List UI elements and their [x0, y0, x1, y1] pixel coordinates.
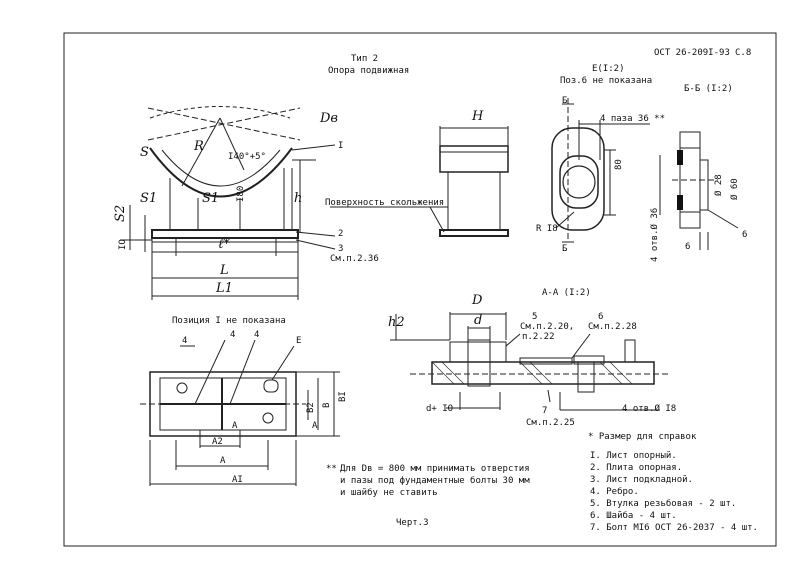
callout-6-bb: 6	[742, 230, 748, 240]
radius-label: R I8	[536, 224, 558, 234]
parts-list-item: 7. Болт МI6 ОСТ 26-2037 - 4 шт.	[590, 523, 758, 533]
pipe-outline	[149, 106, 291, 119]
parts-list-item: 6. Шайба - 4 шт.	[590, 511, 677, 521]
reference-note: * Размер для справок	[588, 432, 697, 442]
type-name: Опора подвижная	[328, 66, 410, 76]
sheet-number: С.8	[735, 48, 752, 58]
dim-s2: S2	[113, 204, 128, 222]
dim-s1-mid: S1	[202, 191, 220, 206]
parts-list-item: 4. Ребро.	[590, 487, 639, 497]
callout-5: 5	[532, 312, 538, 322]
dim-r: R	[194, 139, 204, 154]
callout-1: I	[338, 141, 344, 151]
standard-number: ОСТ 26-209I-93	[654, 48, 730, 58]
aa-rib	[624, 339, 636, 363]
sheet-frame	[63, 32, 777, 547]
note-6: См.п.2.28	[588, 322, 637, 332]
footnote-line-1: Для Dв = 800 мм принимать отверстия	[340, 464, 530, 474]
side-base-plate	[439, 229, 509, 237]
side-rib	[447, 171, 501, 231]
dim-6: 6	[685, 242, 691, 252]
dim-b1: BI	[338, 391, 348, 402]
aa-washer-left	[519, 357, 573, 365]
cut-b-bottom: Б	[562, 244, 568, 254]
parts-list-item: 2. Плита опорная.	[590, 463, 683, 473]
slot-plate-outline	[551, 127, 605, 231]
callout-4b: 4	[230, 330, 236, 340]
view-e-note: Поз.6 не показана	[560, 76, 653, 86]
dim-l1: L1	[216, 281, 233, 296]
callout-7: 7	[542, 406, 548, 416]
dim-d10: d+ IO	[426, 404, 454, 414]
aa-sleeve	[449, 341, 507, 363]
dim-h-front: h	[294, 191, 303, 206]
callout-4a: 4	[182, 336, 188, 346]
footnote-mark: **	[326, 464, 337, 474]
aa-bolt	[577, 361, 595, 393]
slots-label: 4 паза 36 **	[600, 114, 666, 124]
dim-h2: h2	[388, 315, 405, 330]
parts-list-item: 5. Втулка резьбовая - 2 шт.	[590, 499, 737, 509]
dim-b: B	[322, 402, 332, 408]
note-5b: п.2.22	[522, 332, 555, 342]
plan-note: Позиция I не показана	[172, 316, 286, 326]
footnote-line-3: и шайбу не ставить	[340, 488, 438, 498]
dim-d-small: d	[474, 313, 483, 328]
parts-list-item: 3. Лист подкладной.	[590, 475, 693, 485]
dim-80: 80	[614, 159, 624, 170]
note-5: См.п.2.20,	[520, 322, 575, 332]
dim-a1: AI	[232, 475, 243, 485]
note-7: См.п.2.25	[526, 418, 575, 428]
dim-d-big: D	[472, 293, 483, 308]
dim-d28: Ø 28	[714, 174, 724, 196]
view-bb-title: Б-Б (I:2)	[684, 84, 733, 94]
dim-a-left: A	[232, 421, 238, 431]
footnote-line-2: и пазы под фундаментные болты 30 мм	[340, 476, 530, 486]
sliding-surface-label: Поверхность скольжения	[325, 198, 445, 208]
dim-10: IO	[118, 239, 128, 250]
aa-base-plate	[431, 361, 655, 385]
callout-3: 3	[338, 244, 344, 254]
plan-slot	[263, 379, 279, 393]
side-pipe-block	[439, 145, 509, 173]
note-2-36: См.п.2.36	[330, 254, 379, 264]
callout-6-aa: 6	[598, 312, 604, 322]
aa-bolt-hole	[467, 339, 491, 387]
saddle-arc	[149, 147, 293, 198]
dim-angle: I40°+5°	[228, 152, 266, 162]
dim-l-star: ℓ*	[218, 237, 230, 252]
drawing-label: Черт.3	[396, 518, 429, 528]
holes-18-label: 4 отв.Ø I8	[622, 404, 677, 414]
cut-b-top: Б	[562, 96, 568, 106]
type-label: Тип 2	[351, 54, 379, 64]
dim-d60: Ø 60	[730, 178, 740, 200]
aa-washer-right	[573, 355, 605, 365]
dim-s1-left: S1	[140, 191, 158, 206]
dim-a2: A2	[212, 437, 223, 447]
dim-a-right: A	[312, 421, 318, 431]
parts-list-item: I. Лист опорный.	[590, 451, 677, 461]
slot-oval	[559, 155, 599, 209]
dim-a: A	[220, 456, 226, 466]
holes-36-label: 4 отв.Ø 36	[650, 207, 660, 262]
dim-180: I80	[236, 185, 246, 202]
callout-2: 2	[338, 229, 344, 239]
view-e-marker: Е	[296, 336, 302, 346]
dim-l: L	[220, 263, 229, 278]
view-e-title: Е(I:2)	[592, 64, 625, 74]
support-plate-front	[151, 229, 299, 239]
dim-dv: Dв	[320, 111, 338, 126]
dim-b2: B2	[306, 402, 316, 413]
bb-washer	[699, 159, 709, 211]
dim-h-side: H	[472, 109, 484, 124]
dim-s: S	[140, 145, 149, 160]
callout-4c: 4	[254, 330, 260, 340]
slot-washer	[562, 165, 596, 199]
view-aa-title: А-А (I:2)	[542, 288, 591, 298]
